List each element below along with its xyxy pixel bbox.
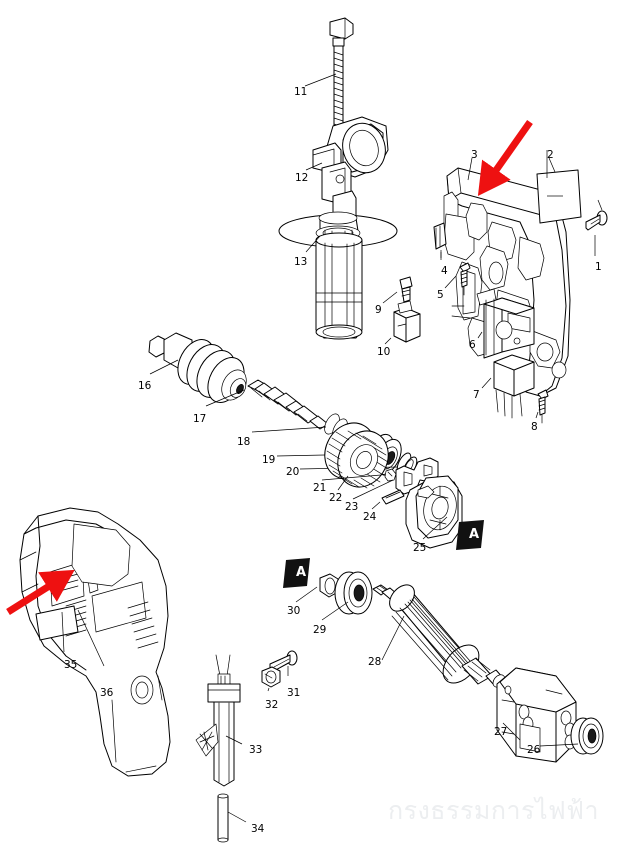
ref-marker-a-gear-housing: A bbox=[461, 521, 487, 547]
callout-18-compression-spring: 18 bbox=[237, 436, 251, 448]
part-23-change-lever-plate bbox=[352, 457, 439, 500]
callout-36-motor-housing: 36 bbox=[100, 687, 114, 699]
leader-lines bbox=[304, 73, 603, 258]
part-1-screw bbox=[585, 210, 608, 256]
ref-marker-a-armature: A bbox=[288, 559, 314, 585]
part-5-tapping-screw bbox=[444, 262, 471, 296]
part-27-field-stator bbox=[496, 667, 577, 763]
callout-8-tapping-screw: 8 bbox=[531, 421, 538, 433]
callout-31-screw: 31 bbox=[287, 687, 301, 699]
callout-20-ball-bearing: 20 bbox=[286, 466, 300, 478]
callout-28-armature: 28 bbox=[368, 656, 382, 668]
part-13-side-handle bbox=[278, 211, 398, 340]
callout-30-bearing-sleeve: 30 bbox=[287, 605, 301, 617]
part-8-tapping-screw bbox=[535, 389, 549, 424]
part-24-pin bbox=[371, 489, 405, 510]
part-6-switch bbox=[476, 288, 535, 359]
callout-11-hex-bolt: 11 bbox=[294, 86, 308, 98]
part-12-grip-clamp bbox=[312, 116, 389, 223]
callout-26-ball-bearing: 26 bbox=[527, 744, 541, 756]
callout-22-spiral-bevel-gear: 22 bbox=[329, 492, 343, 504]
callout-23-change-lever-plate: 23 bbox=[345, 501, 359, 513]
part-35-name-plate bbox=[35, 605, 79, 653]
callout-17-spindle: 17 bbox=[193, 413, 207, 425]
callout-27-field-stator: 27 bbox=[494, 726, 508, 738]
ref-marker-a-gear-housing-label: A bbox=[468, 526, 480, 542]
part-9-brush-holder-cap bbox=[382, 276, 413, 304]
ref-marker-a-gear-housing-shape bbox=[456, 520, 484, 550]
callout-3-housing-set: 3 bbox=[471, 149, 478, 161]
part-33-power-cord bbox=[195, 654, 243, 787]
ref-marker-a-armature-label: A bbox=[295, 564, 307, 580]
callout-10-carbon-brush-holder: 10 bbox=[377, 346, 391, 358]
callout-35-name-plate: 35 bbox=[64, 659, 78, 671]
callout-21-retaining-ring: 21 bbox=[313, 482, 327, 494]
callout-33-power-cord: 33 bbox=[249, 744, 263, 756]
callout-4-cord-bushing: 4 bbox=[441, 265, 448, 277]
callout-16-drill-chuck: 16 bbox=[138, 380, 152, 392]
callout-9-brush-holder-cap: 9 bbox=[375, 304, 382, 316]
callout-32-cord-clamp: 32 bbox=[265, 699, 279, 711]
callout-5-tapping-screw: 5 bbox=[437, 289, 444, 301]
ref-marker-a-armature-shape bbox=[283, 558, 310, 588]
part-22-spiral-bevel-gear bbox=[324, 422, 389, 491]
callout-2-name-plate: 2 bbox=[547, 149, 554, 161]
part-32-cord-clamp bbox=[261, 666, 281, 692]
part-7-controller bbox=[481, 354, 535, 419]
part-2-name-plate bbox=[536, 150, 582, 224]
callout-6-switch: 6 bbox=[469, 339, 476, 351]
part-4-cord-bushing bbox=[433, 222, 447, 260]
part-21-retaining-ring bbox=[321, 468, 397, 482]
part-26-ball-bearing bbox=[539, 717, 604, 755]
callout-19-ball-bearing: 19 bbox=[262, 454, 276, 466]
callout-12-grip-clamp: 12 bbox=[295, 172, 309, 184]
callout-25-gear-housing: 25 bbox=[413, 542, 427, 554]
callout-24-pin: 24 bbox=[363, 511, 377, 523]
part-17-spindle bbox=[205, 379, 329, 430]
watermark: กรงธรรมการไฟฟ้า bbox=[388, 796, 599, 825]
part-16-drill-chuck bbox=[148, 332, 247, 403]
part-25-gear-housing bbox=[405, 475, 463, 549]
callout-7-controller: 7 bbox=[473, 389, 480, 401]
part-34-pin bbox=[217, 793, 247, 843]
red-arrow-group bbox=[6, 119, 533, 615]
callout-34-pin: 34 bbox=[251, 823, 265, 835]
part-29-ball-bearing bbox=[321, 571, 373, 621]
callout-13-side-handle: 13 bbox=[294, 256, 308, 268]
callout-1-screw: 1 bbox=[595, 261, 602, 273]
part-10-carbon-brush-holder bbox=[384, 300, 421, 345]
callout-29-ball-bearing: 29 bbox=[313, 624, 327, 636]
